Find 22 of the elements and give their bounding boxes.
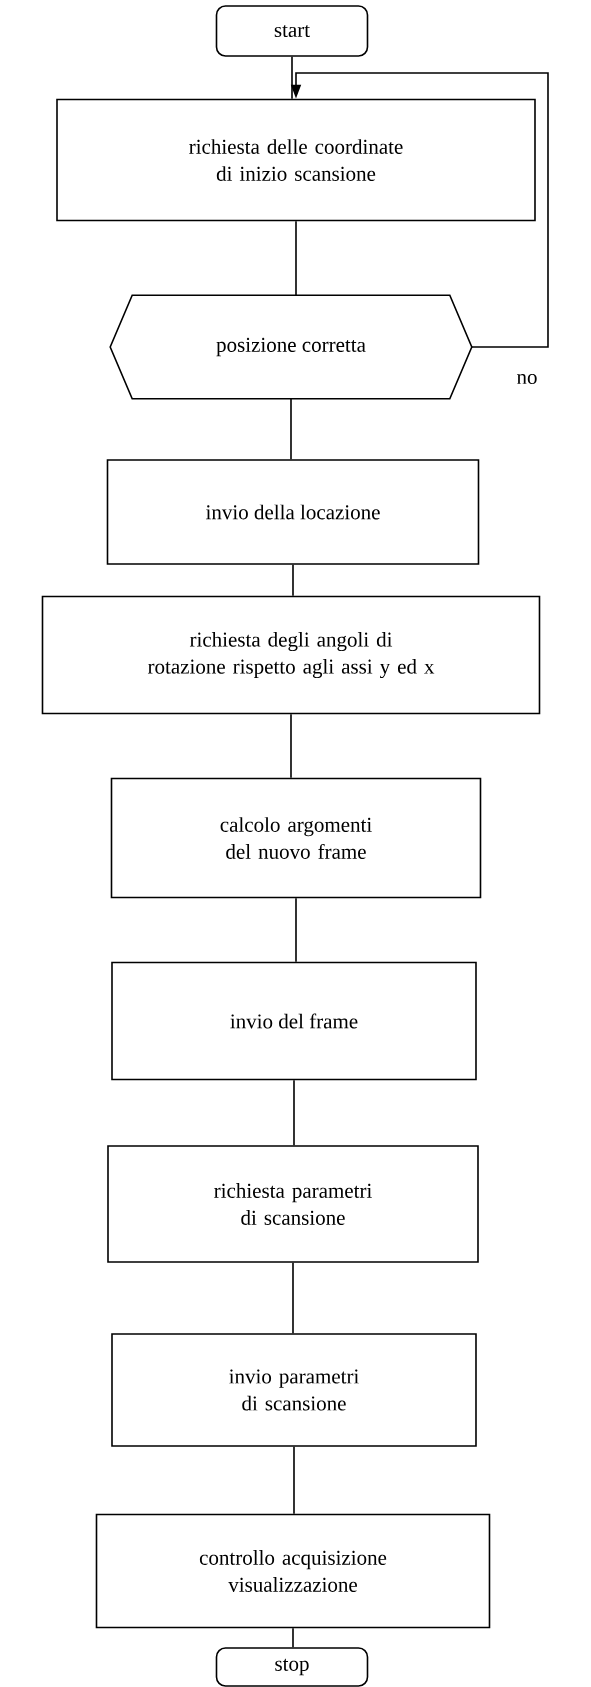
process-box: richiesta degli angoli di rotazione rispetto agli assi y ed x — [41, 595, 541, 715]
process-box: richiesta parametri di scansione — [107, 1145, 479, 1263]
terminal-box: start — [215, 5, 369, 57]
connector-line — [293, 1446, 295, 1515]
connector-line — [295, 897, 297, 963]
connector-line — [292, 564, 294, 597]
terminal-box: stop — [215, 1647, 369, 1687]
connector-line — [292, 1627, 294, 1648]
edge-label: no — [514, 371, 540, 387]
process-box: invio della locazione — [106, 459, 480, 565]
connector-line — [290, 398, 292, 461]
process-box: invio parametri di scansione — [111, 1333, 477, 1447]
process-box: controllo acquisizione visualizzazione — [95, 1513, 491, 1629]
connector-line — [295, 220, 297, 297]
connector-line — [292, 1262, 294, 1334]
connector-line — [291, 56, 293, 100]
process-box: calcolo argomenti del nuovo frame — [110, 777, 482, 899]
process-box: invio del frame — [111, 961, 477, 1081]
decision-hexagon: posizione corretta — [109, 294, 473, 400]
connector-line — [290, 713, 292, 779]
connector-line — [293, 1079, 295, 1146]
process-box: richiesta delle coordinate di inizio scansione — [56, 98, 536, 222]
